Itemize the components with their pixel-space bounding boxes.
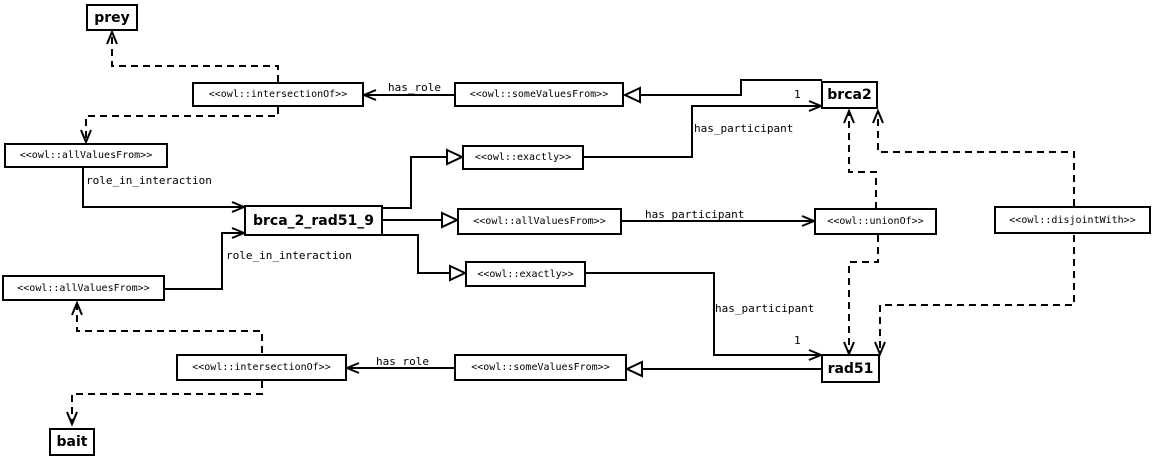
node-somevalues-bottom[interactable]: <<owl::someValuesFrom>> bbox=[454, 354, 627, 381]
node-brca2[interactable]: brca2 bbox=[821, 81, 878, 109]
label-has-role-top: has_role bbox=[388, 81, 441, 94]
arrowhead-has-role-top bbox=[361, 89, 377, 101]
label-has-participant-rad51: has_participant bbox=[715, 302, 814, 315]
edge-union-to-brca2 bbox=[848, 111, 877, 209]
node-disjointwith[interactable]: <<owl::disjointWith>> bbox=[994, 206, 1151, 234]
node-bait[interactable]: bait bbox=[49, 428, 95, 456]
edge-brca2-to-somevalues bbox=[640, 79, 822, 96]
node-allvalues-left-top[interactable]: <<owl::allValuesFrom>> bbox=[4, 143, 168, 168]
label-role-in-interaction-bottom: role_in_interaction bbox=[226, 249, 352, 262]
label-role-in-interaction-top: role_in_interaction bbox=[86, 174, 212, 187]
edge-intersection-to-allvalues-bottom bbox=[76, 303, 263, 353]
node-prey[interactable]: prey bbox=[86, 4, 138, 31]
edge-intersection-to-allvalues bbox=[85, 107, 279, 140]
edge-intersection-to-bait bbox=[71, 381, 263, 424]
generalization-allvalues-mid bbox=[441, 211, 460, 229]
node-allvalues-left-bottom[interactable]: <<owl::allValuesFrom>> bbox=[2, 275, 165, 301]
node-intersection-top[interactable]: <<owl::intersectionOf>> bbox=[192, 82, 364, 107]
edge-to-exactly-top bbox=[383, 156, 447, 209]
edge-disjoint-to-brca2 bbox=[877, 111, 1075, 206]
label-has-role-bottom: has_role bbox=[376, 355, 429, 368]
arrowhead-disjoint-brca2 bbox=[872, 108, 884, 124]
arrowhead-union-brca2 bbox=[843, 108, 855, 124]
node-intersection-bottom[interactable]: <<owl::intersectionOf>> bbox=[176, 354, 347, 381]
node-brca-2-rad51-9[interactable]: brca_2_rad51_9 bbox=[244, 205, 383, 236]
edge-disjoint-to-rad51 bbox=[879, 235, 1075, 354]
label-mult-rad51: 1 bbox=[794, 334, 801, 347]
node-exactly-top[interactable]: <<owl::exactly>> bbox=[462, 145, 584, 170]
label-has-participant-union: has_participant bbox=[645, 208, 744, 221]
node-allvalues-mid[interactable]: <<owl::allValuesFrom>> bbox=[457, 208, 622, 235]
node-unionof[interactable]: <<owl::unionOf>> bbox=[814, 208, 937, 235]
arrowhead-bait bbox=[66, 411, 78, 427]
arrowhead-allvalues-top bbox=[80, 129, 92, 145]
edge-intersection-to-prey bbox=[111, 34, 279, 82]
generalization-exactly-bottom bbox=[449, 264, 468, 282]
edge-role-in-interaction-top bbox=[82, 168, 244, 208]
edge-role-in-interaction-bottom bbox=[165, 232, 244, 290]
label-has-participant-brca2: has_participant bbox=[694, 122, 793, 135]
generalization-exactly-top bbox=[446, 148, 465, 166]
arrowhead-disjoint-rad51 bbox=[874, 341, 886, 357]
node-somevalues-top[interactable]: <<owl::someValuesFrom>> bbox=[454, 82, 624, 107]
generalization-somevalues-bottom bbox=[624, 360, 643, 378]
edge-has-participant-brca2 bbox=[584, 105, 821, 158]
label-mult-brca2: 1 bbox=[794, 88, 801, 101]
edge-union-to-rad51 bbox=[848, 235, 879, 354]
arrowhead-prey bbox=[106, 29, 118, 45]
generalization-somevalues-top bbox=[622, 86, 641, 104]
edge-to-exactly-bottom bbox=[383, 234, 450, 274]
arrowhead-has-role-bottom bbox=[344, 362, 360, 374]
node-exactly-bottom[interactable]: <<owl::exactly>> bbox=[465, 261, 586, 287]
node-rad51[interactable]: rad51 bbox=[821, 354, 880, 383]
arrowhead-allvalues-bottom bbox=[71, 300, 83, 316]
edge-has-participant-rad51 bbox=[586, 272, 821, 356]
